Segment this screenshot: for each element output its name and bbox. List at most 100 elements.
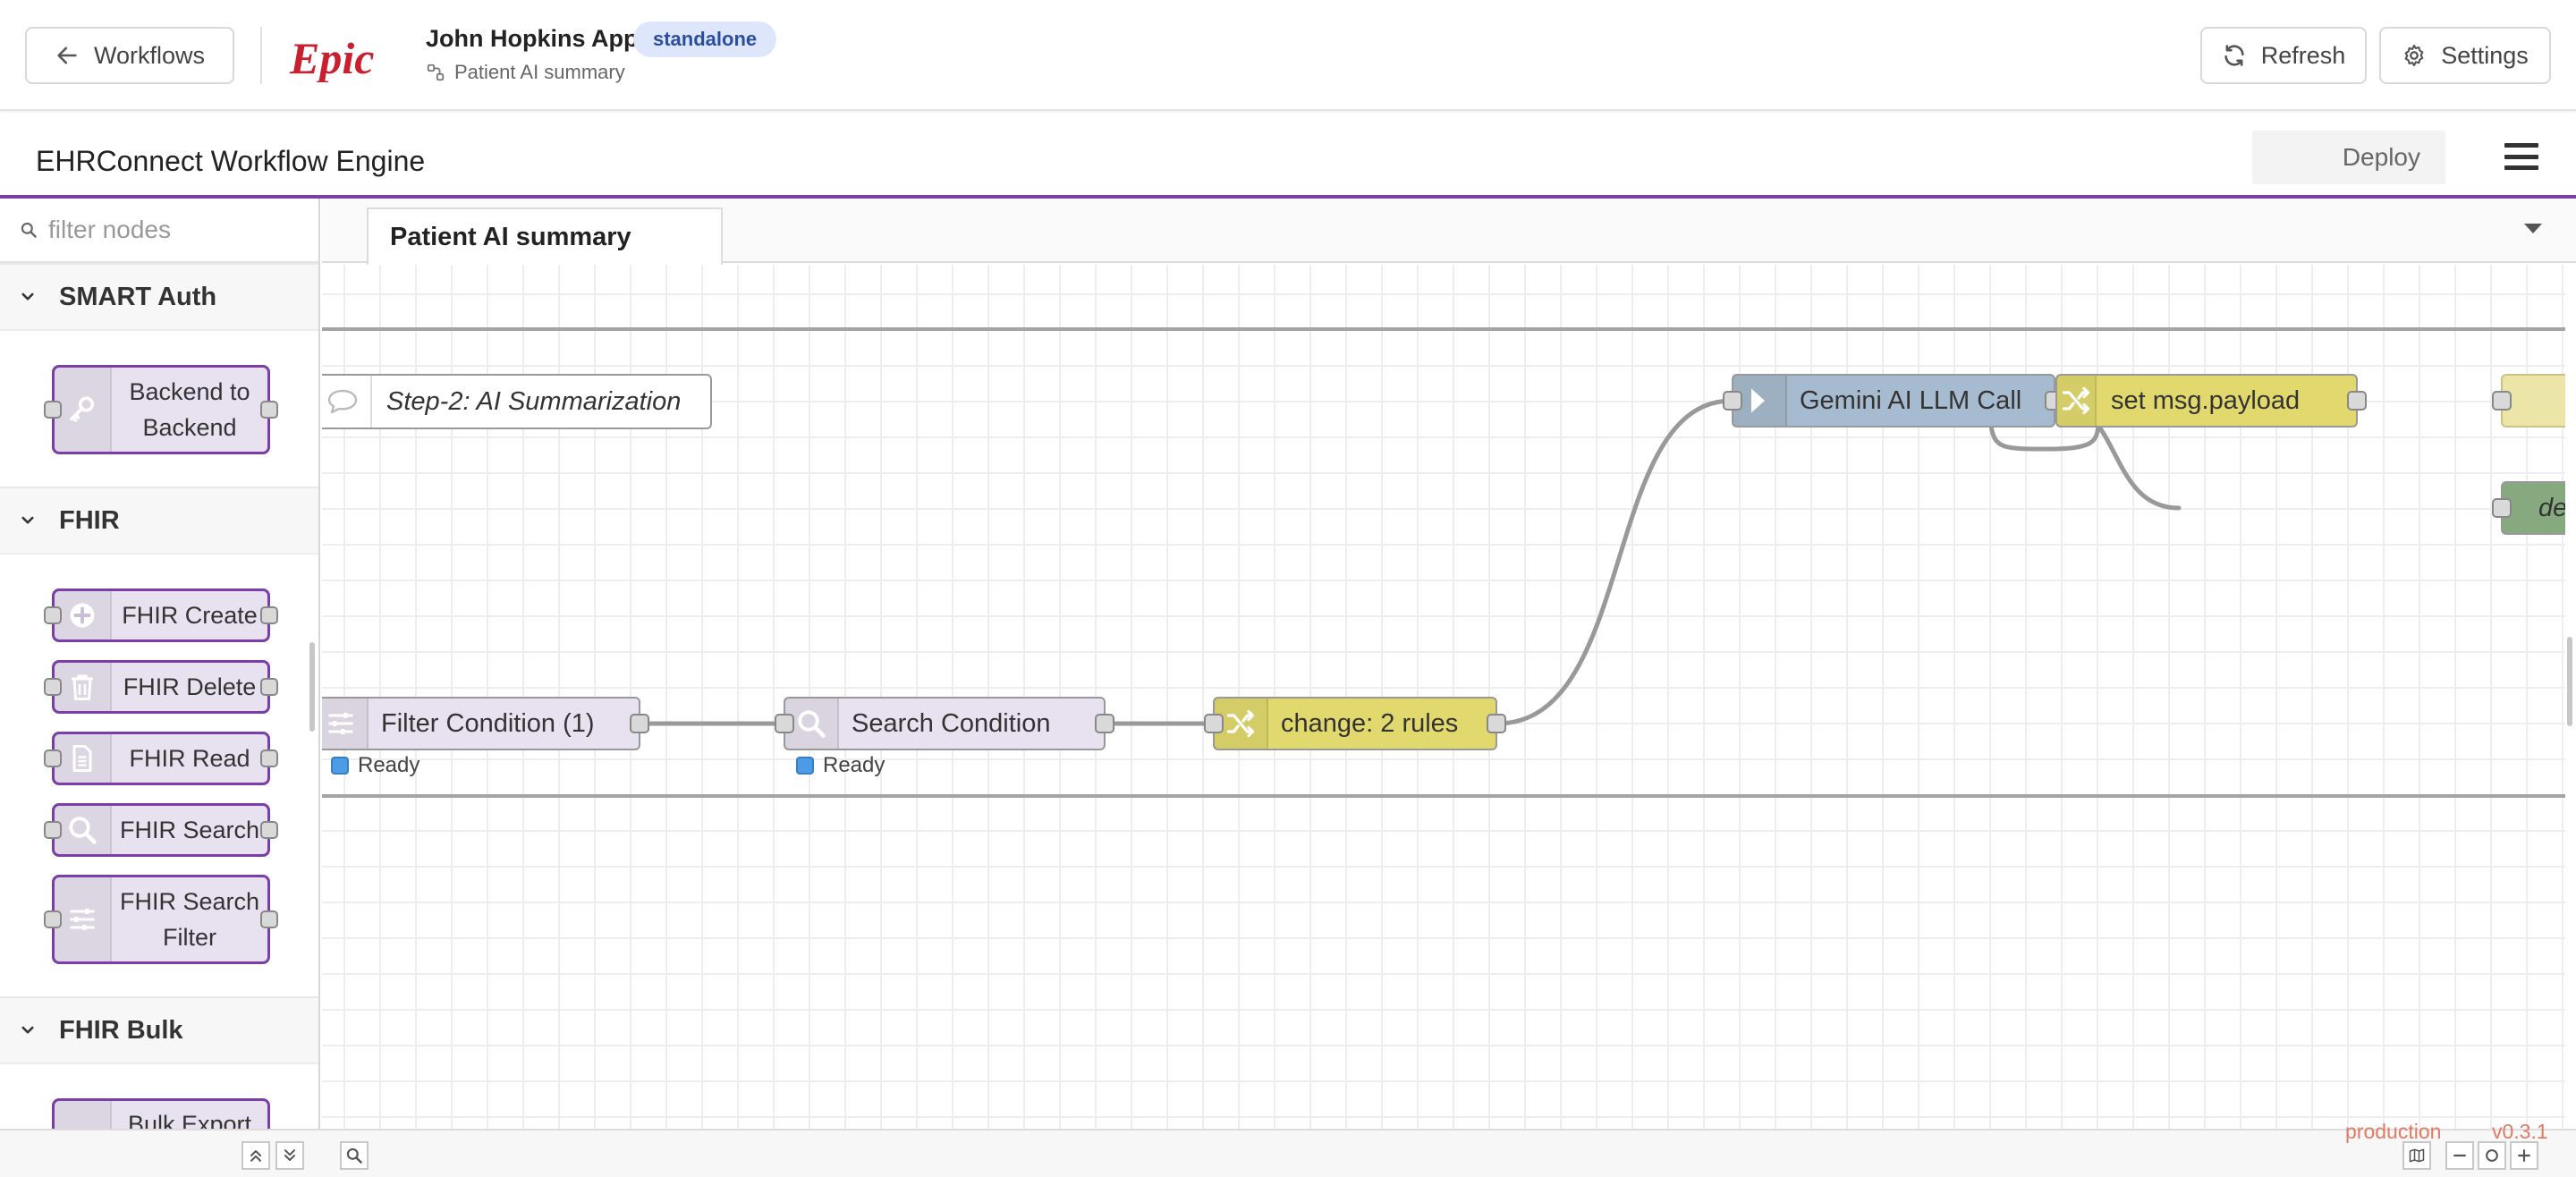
menu-bar [2504, 154, 2538, 159]
workspace-tabs: Patient AI summary [322, 199, 2576, 265]
editor-title: EHRConnect Workflow Engine [36, 145, 426, 177]
node-label: Search Condition [852, 708, 1051, 738]
input-port[interactable] [2492, 498, 2512, 518]
palette-node-label: FHIR Create [122, 602, 258, 629]
node-label: Filter Condition (1) [381, 708, 595, 738]
palette-node-fhir-create[interactable]: FHIR Create [44, 588, 278, 642]
node-offscreen[interactable] [2492, 374, 2565, 428]
node-set-payload[interactable]: set msg.payload [2055, 374, 2367, 428]
category-label: SMART Auth [59, 282, 217, 311]
category-fhir-bulk[interactable]: FHIR Bulk [0, 996, 318, 1064]
category-fhir[interactable]: FHIR [0, 487, 318, 555]
palette-node-fhir-search-filter[interactable]: FHIR Search Filter [44, 875, 278, 964]
settings-button[interactable]: Settings [2379, 27, 2551, 84]
plus-icon [2518, 1149, 2530, 1162]
navigator-button[interactable] [2402, 1141, 2431, 1170]
environment-label: production [2345, 1120, 2442, 1143]
workspace-canvas[interactable]: Step-2: AI Summarization Filter Conditio… [322, 265, 2565, 1129]
output-port[interactable] [1487, 714, 1506, 733]
node-gemini-llm-call[interactable]: Gemini AI LLM Call [1723, 374, 2064, 428]
palette-node-fhir-delete[interactable]: FHIR Delete [44, 660, 278, 714]
arrow-right-icon [1733, 376, 1787, 426]
input-port [44, 401, 62, 419]
palette-node-label: FHIR Search [119, 817, 260, 843]
output-port[interactable] [630, 714, 649, 733]
node-filter-condition[interactable]: Filter Condition (1) [322, 697, 649, 750]
gear-icon [2404, 44, 2424, 67]
palette-node-backend-to-backend[interactable]: Backend to Backend [44, 365, 278, 454]
deploy-label: Deploy [2342, 143, 2420, 171]
output-port [260, 749, 278, 767]
comment-node[interactable]: Step-2: AI Summarization [322, 374, 712, 429]
status-label: Ready [358, 753, 420, 777]
input-port[interactable] [1723, 391, 1742, 411]
tabs-menu-caret-icon[interactable] [2524, 224, 2542, 233]
palette-node-label: FHIR Read [129, 745, 250, 772]
zoom-in-button[interactable] [2510, 1141, 2538, 1170]
wire [1495, 398, 1734, 726]
palette-node-label: FHIR Delete [123, 673, 257, 700]
palette-filter-input[interactable] [48, 216, 308, 244]
tab-label: Patient AI summary [390, 222, 631, 251]
output-port[interactable] [2347, 391, 2367, 411]
node-status: Ready [796, 753, 885, 778]
shuffle-icon [2057, 376, 2097, 426]
shuffle-icon [1215, 699, 1268, 749]
category-smart-auth[interactable]: SMART Auth [0, 263, 318, 331]
workflow-name: Patient AI summary [454, 61, 625, 83]
refresh-icon [2224, 45, 2244, 66]
node-label: de [2538, 493, 2565, 522]
back-button-label: Workflows [93, 41, 206, 69]
node-label: change: 2 rules [1281, 708, 1459, 738]
search-flows-button[interactable] [340, 1141, 369, 1170]
output-port [260, 910, 278, 928]
palette-node-fhir-read[interactable]: FHIR Read [44, 732, 278, 785]
palette-collapse-all-button[interactable] [242, 1141, 270, 1170]
zoom-out-button[interactable] [2445, 1141, 2474, 1170]
mode-badge: standalone [633, 21, 777, 57]
input-port[interactable] [1204, 714, 1224, 733]
menu-bar [2504, 165, 2538, 170]
input-port[interactable] [2492, 391, 2512, 411]
workflow-icon [427, 64, 445, 81]
refresh-label: Refresh [2260, 41, 2346, 69]
tab-patient-ai-summary[interactable]: Patient AI summary [367, 207, 723, 265]
map-icon [2409, 1148, 2425, 1163]
back-to-workflows-button[interactable]: Workflows [25, 27, 234, 84]
chevron-down-icon [21, 292, 34, 301]
workflow-subtitle: Patient AI summary [426, 61, 625, 84]
trash-icon [55, 663, 112, 711]
circle-icon [2486, 1149, 2498, 1162]
deploy-button[interactable]: Deploy [2252, 131, 2445, 184]
chevron-down-icon [21, 1026, 34, 1034]
minus-icon [2453, 1154, 2466, 1157]
input-port [44, 678, 62, 696]
palette-expand-all-button[interactable] [275, 1141, 304, 1170]
main-menu-button[interactable] [2504, 143, 2538, 170]
menu-bar [2504, 143, 2538, 148]
arrow-left-icon [57, 47, 77, 64]
canvas-scrollbar[interactable] [2567, 637, 2572, 726]
document-icon [55, 734, 112, 783]
input-port[interactable] [775, 714, 794, 733]
input-port [44, 821, 62, 839]
node-debug[interactable]: de [2492, 481, 2565, 535]
speech-bubble-icon [322, 376, 372, 428]
output-port [260, 401, 278, 419]
input-port [44, 749, 62, 767]
node-status: Ready [331, 753, 419, 778]
refresh-button[interactable]: Refresh [2200, 27, 2367, 84]
palette-node-fhir-search[interactable]: FHIR Search [44, 803, 278, 857]
palette-scrollbar[interactable] [309, 642, 315, 732]
category-label: FHIR Bulk [59, 1015, 183, 1045]
input-port [44, 606, 62, 624]
zoom-reset-button[interactable] [2478, 1141, 2506, 1170]
app-name: John Hopkins App [426, 25, 639, 52]
palette-node-label: FHIR Search Filter [119, 888, 260, 951]
search-icon [346, 1147, 362, 1164]
output-port[interactable] [1095, 714, 1114, 733]
node-label: set msg.payload [2111, 385, 2301, 415]
node-search-condition[interactable]: Search Condition [775, 697, 1114, 750]
group-border [322, 794, 2565, 798]
node-change[interactable]: change: 2 rules [1204, 697, 1506, 750]
